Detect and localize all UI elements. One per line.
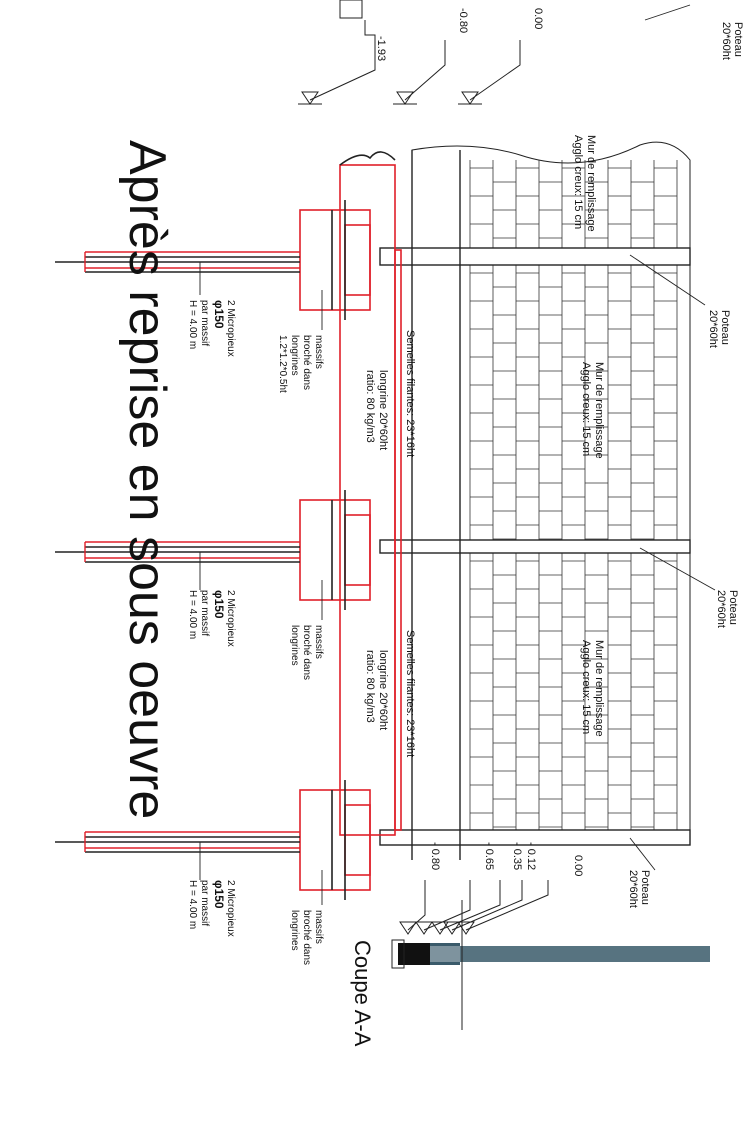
poteau-label: 20*60ht — [627, 870, 639, 908]
wall-label: Agglo creux: 15 cm — [580, 640, 592, 734]
micropieux-label: par massif — [199, 590, 210, 636]
poteau-label: Poteau — [727, 590, 739, 625]
micropieu-3 — [55, 831, 300, 853]
massif-label: 1.2*1.2*0.5ht — [277, 335, 288, 393]
massif-label: massifs — [313, 910, 324, 944]
semelle-label: Semelles filantes: 23*16ht — [404, 330, 416, 457]
longrine-label: ratio: 80 kg/m3 — [364, 370, 376, 443]
brick-wall-bay-3 — [411, 141, 691, 249]
massif-3 — [299, 780, 371, 900]
leader-lines — [199, 4, 716, 905]
wall-label: Mur de remplissage — [593, 640, 605, 737]
level-value: - 0.12 — [525, 842, 537, 870]
micropieux-label: 2 Micropieux — [225, 300, 236, 357]
longrine-label: longrine 20*60ht — [377, 650, 389, 730]
section-label-group: Coupe A-A — [350, 940, 375, 1047]
massif-1 — [299, 200, 371, 320]
section-coupe-aa — [391, 900, 710, 1030]
poteau-label: Poteau — [719, 310, 731, 345]
title-group: Après reprise en sous oeuvre — [118, 140, 176, 819]
massif-2 — [299, 490, 371, 610]
poteau-label: 20*60ht — [715, 590, 727, 628]
poteau-label: 20*60ht — [707, 310, 719, 348]
micropieux-label: φ150 — [212, 880, 226, 909]
level-value: 0.00 — [572, 855, 584, 876]
wall-label: Mur de remplissage — [593, 362, 605, 459]
level-value: 0.00 — [532, 8, 544, 29]
poteau-columns — [379, 150, 691, 860]
level-value: -1.93 — [375, 36, 387, 61]
micropieux-label: 2 Micropieux — [225, 590, 236, 647]
longrine-label: ratio: 80 kg/m3 — [364, 650, 376, 723]
massif-label: broché dans — [301, 625, 312, 680]
micropieux-label: H = 4.00 m — [187, 300, 198, 349]
page-title: Après reprise en sous oeuvre — [118, 140, 176, 819]
poteau-label: Poteau — [732, 22, 744, 57]
section-label: Coupe A-A — [350, 940, 375, 1047]
massif-label: broché dans — [301, 910, 312, 965]
massif-label: massifs — [313, 335, 324, 369]
micropieux-label: H = 4.00 m — [187, 880, 198, 929]
semelle-label: Semelles filantes: 23*16ht — [404, 630, 416, 757]
wall-label: Agglo creux: 15 cm — [572, 135, 584, 229]
massif-label: longrines — [289, 335, 300, 376]
level-value: -0.80 — [457, 8, 469, 33]
poteau-label: 20*60ht — [720, 22, 732, 60]
micropieux-label: 2 Micropieux — [225, 880, 236, 937]
micropieux-label: par massif — [199, 300, 210, 346]
massif-label: broché dans — [301, 335, 312, 390]
brick-wall-bay-1 — [411, 264, 691, 541]
brick-pattern — [469, 160, 678, 830]
micropieux-label: par massif — [199, 880, 210, 926]
brick-wall-bay-2 — [411, 552, 691, 831]
level-value: - 0.35 — [511, 842, 523, 870]
level-value: - 0.80 — [429, 842, 441, 870]
micropieux-label: H = 4.00 m — [187, 590, 198, 639]
level-value: - 0.65 — [483, 842, 495, 870]
massif-label: longrines — [289, 910, 300, 951]
longrine-label: longrine 20*60ht — [377, 370, 389, 450]
massif-label: longrines — [289, 625, 300, 666]
micropieux-label: φ150 — [212, 300, 226, 329]
level-markers-top — [298, 0, 521, 105]
wall-label: Mur de remplissage — [585, 135, 597, 232]
wall-label: Agglo creux: 15 cm — [580, 362, 592, 456]
massif-label: massifs — [313, 625, 324, 659]
micropieux-label: φ150 — [212, 590, 226, 619]
poteau-label: Poteau — [639, 870, 651, 905]
micropieu-2 — [55, 541, 300, 563]
micropieu-1 — [55, 251, 300, 273]
level-markers-bottom — [399, 880, 549, 935]
